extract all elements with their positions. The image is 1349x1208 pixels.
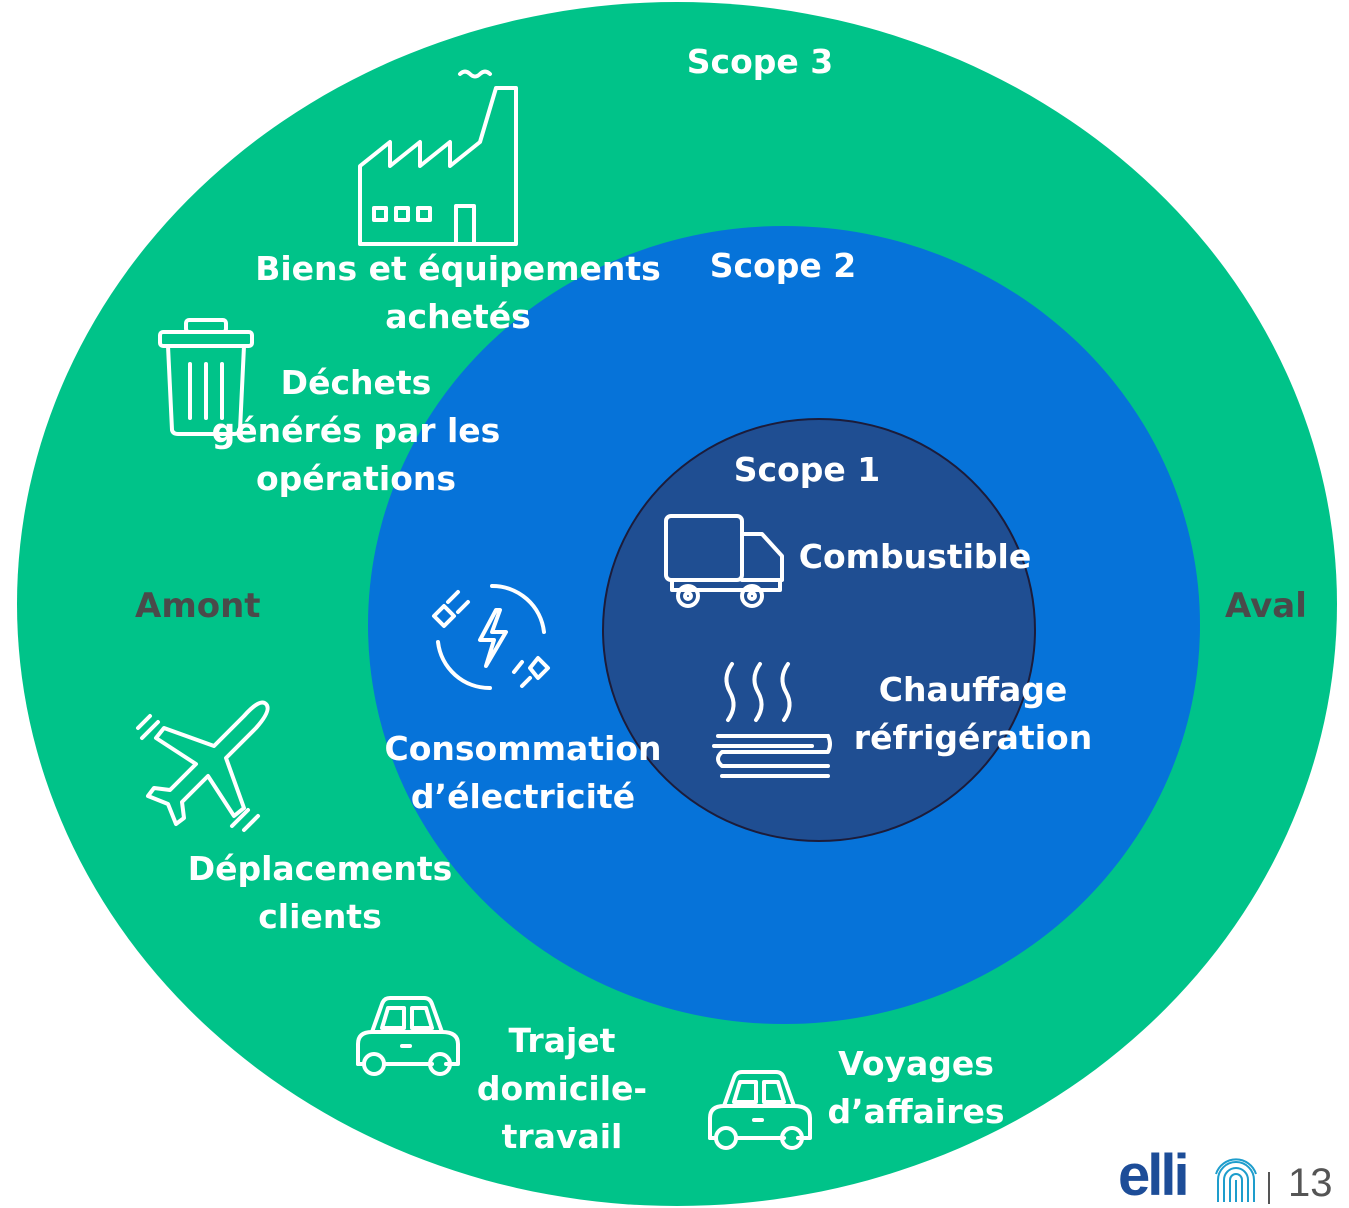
- heat-icon: [712, 662, 832, 778]
- factory-icon: [358, 69, 518, 246]
- scope3-title: Scope 3: [686, 42, 834, 81]
- electricity-cycle-icon: [432, 583, 550, 691]
- purchased-goods-label: Biens et équipements achetés: [255, 249, 661, 336]
- waste-label: Déchets générés par les opérations: [211, 363, 501, 498]
- company-logo: elli: [1118, 1143, 1190, 1208]
- page-number: 13: [1288, 1161, 1333, 1205]
- car-icon: [708, 1070, 812, 1150]
- page-separator: [1268, 1172, 1270, 1204]
- business-travel-label: Voyages d’affaires: [827, 1044, 1005, 1131]
- scope2-title: Scope 2: [709, 246, 857, 285]
- heating-label: Chauffage réfrigération: [853, 670, 1093, 757]
- electricity-label: Consommation d’électricité: [384, 729, 662, 816]
- client-travel-label: Déplacements clients: [187, 849, 453, 936]
- truck-icon: [664, 514, 784, 608]
- car-icon: [356, 996, 460, 1076]
- downstream-label: Aval: [1225, 586, 1307, 626]
- scope1-circle: [602, 418, 1036, 842]
- trash-bin-icon: [158, 318, 254, 436]
- commute-label: Trajet domicile- travail: [476, 1021, 648, 1156]
- upstream-label: Amont: [135, 586, 261, 626]
- airplane-icon: [136, 700, 270, 832]
- scope1-title: Scope 1: [733, 450, 881, 489]
- fingerprint-icon: [1215, 1158, 1257, 1202]
- fuel-label: Combustible: [798, 537, 1032, 576]
- footer: elli 13: [1118, 1146, 1348, 1208]
